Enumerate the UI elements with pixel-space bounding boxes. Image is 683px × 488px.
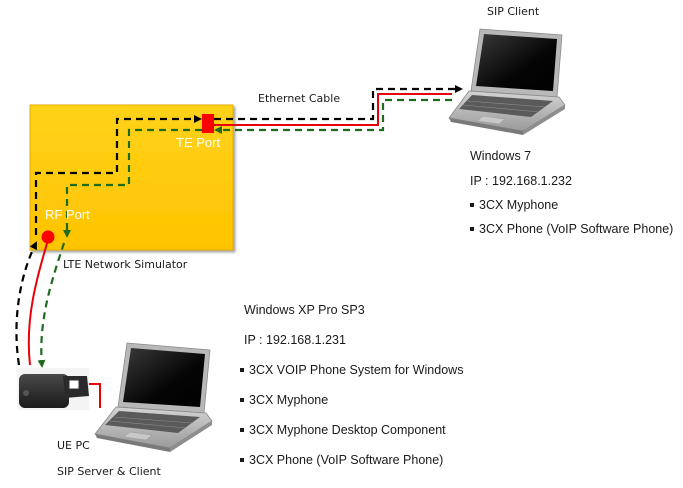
sip-client-os: Windows 7 bbox=[470, 149, 532, 163]
ue-pc-os: Windows XP Pro SP3 bbox=[244, 303, 365, 317]
uplink-ethernet-segment bbox=[214, 85, 463, 121]
te-port-label: TE Port bbox=[176, 135, 221, 150]
bullet-icon bbox=[240, 367, 244, 372]
te-port bbox=[202, 114, 214, 133]
usb-modem-icon bbox=[17, 368, 89, 410]
sip-client-ip: IP : 192.168.1.232 bbox=[470, 174, 572, 188]
ue-pc-laptop-icon bbox=[94, 342, 213, 452]
downlink-path bbox=[37, 98, 452, 368]
software-name: 3CX Phone (VoIP Software Phone) bbox=[249, 453, 444, 467]
bullet-icon bbox=[240, 397, 244, 402]
bullet-icon bbox=[470, 202, 474, 207]
uplink-simulator-segment bbox=[34, 115, 202, 235]
ue-pc-software-item: 3CX VOIP Phone System for Windows bbox=[240, 363, 463, 377]
simulator-label: LTE Network Simulator bbox=[63, 258, 188, 271]
downlink-rf-segment bbox=[37, 242, 66, 368]
uplink-path bbox=[15, 85, 463, 366]
software-name: 3CX VOIP Phone System for Windows bbox=[249, 363, 464, 377]
software-name: 3CX Phone (VoIP Software Phone) bbox=[479, 222, 674, 236]
software-name: 3CX Myphone bbox=[249, 393, 329, 407]
sip-client-title: SIP Client bbox=[487, 5, 540, 18]
rf-cable-line bbox=[27, 239, 49, 366]
ue-pc-title: UE PC bbox=[57, 439, 90, 452]
downlink-ethernet-segment bbox=[214, 98, 452, 134]
ue-pc-software-item: 3CX Phone (VoIP Software Phone) bbox=[240, 453, 443, 467]
ue-pc-ip: IP : 192.168.1.231 bbox=[244, 333, 346, 347]
software-name: 3CX Myphone bbox=[479, 198, 559, 212]
ue-pc-software-item: 3CX Myphone Desktop Component bbox=[240, 423, 446, 437]
sip-client-software-item: 3CX Phone (VoIP Software Phone) bbox=[470, 222, 673, 236]
ue-pc-software-item: 3CX Myphone bbox=[240, 393, 328, 407]
ethernet-cable-line bbox=[214, 93, 452, 126]
ue-pc-role: SIP Server & Client bbox=[57, 465, 161, 478]
software-name: 3CX Myphone Desktop Component bbox=[249, 423, 446, 437]
ethernet-cable-label: Ethernet Cable bbox=[258, 92, 341, 105]
rf-port-label: RF Port bbox=[45, 207, 90, 222]
bullet-icon bbox=[240, 457, 244, 462]
rf-port bbox=[41, 230, 55, 244]
uplink-rf-segment bbox=[15, 241, 37, 366]
downlink-simulator-segment bbox=[63, 128, 202, 238]
bullet-icon bbox=[470, 226, 474, 231]
sip-client-laptop-icon bbox=[448, 28, 566, 135]
sip-client-software-item: 3CX Myphone bbox=[470, 198, 558, 212]
bullet-icon bbox=[240, 427, 244, 432]
